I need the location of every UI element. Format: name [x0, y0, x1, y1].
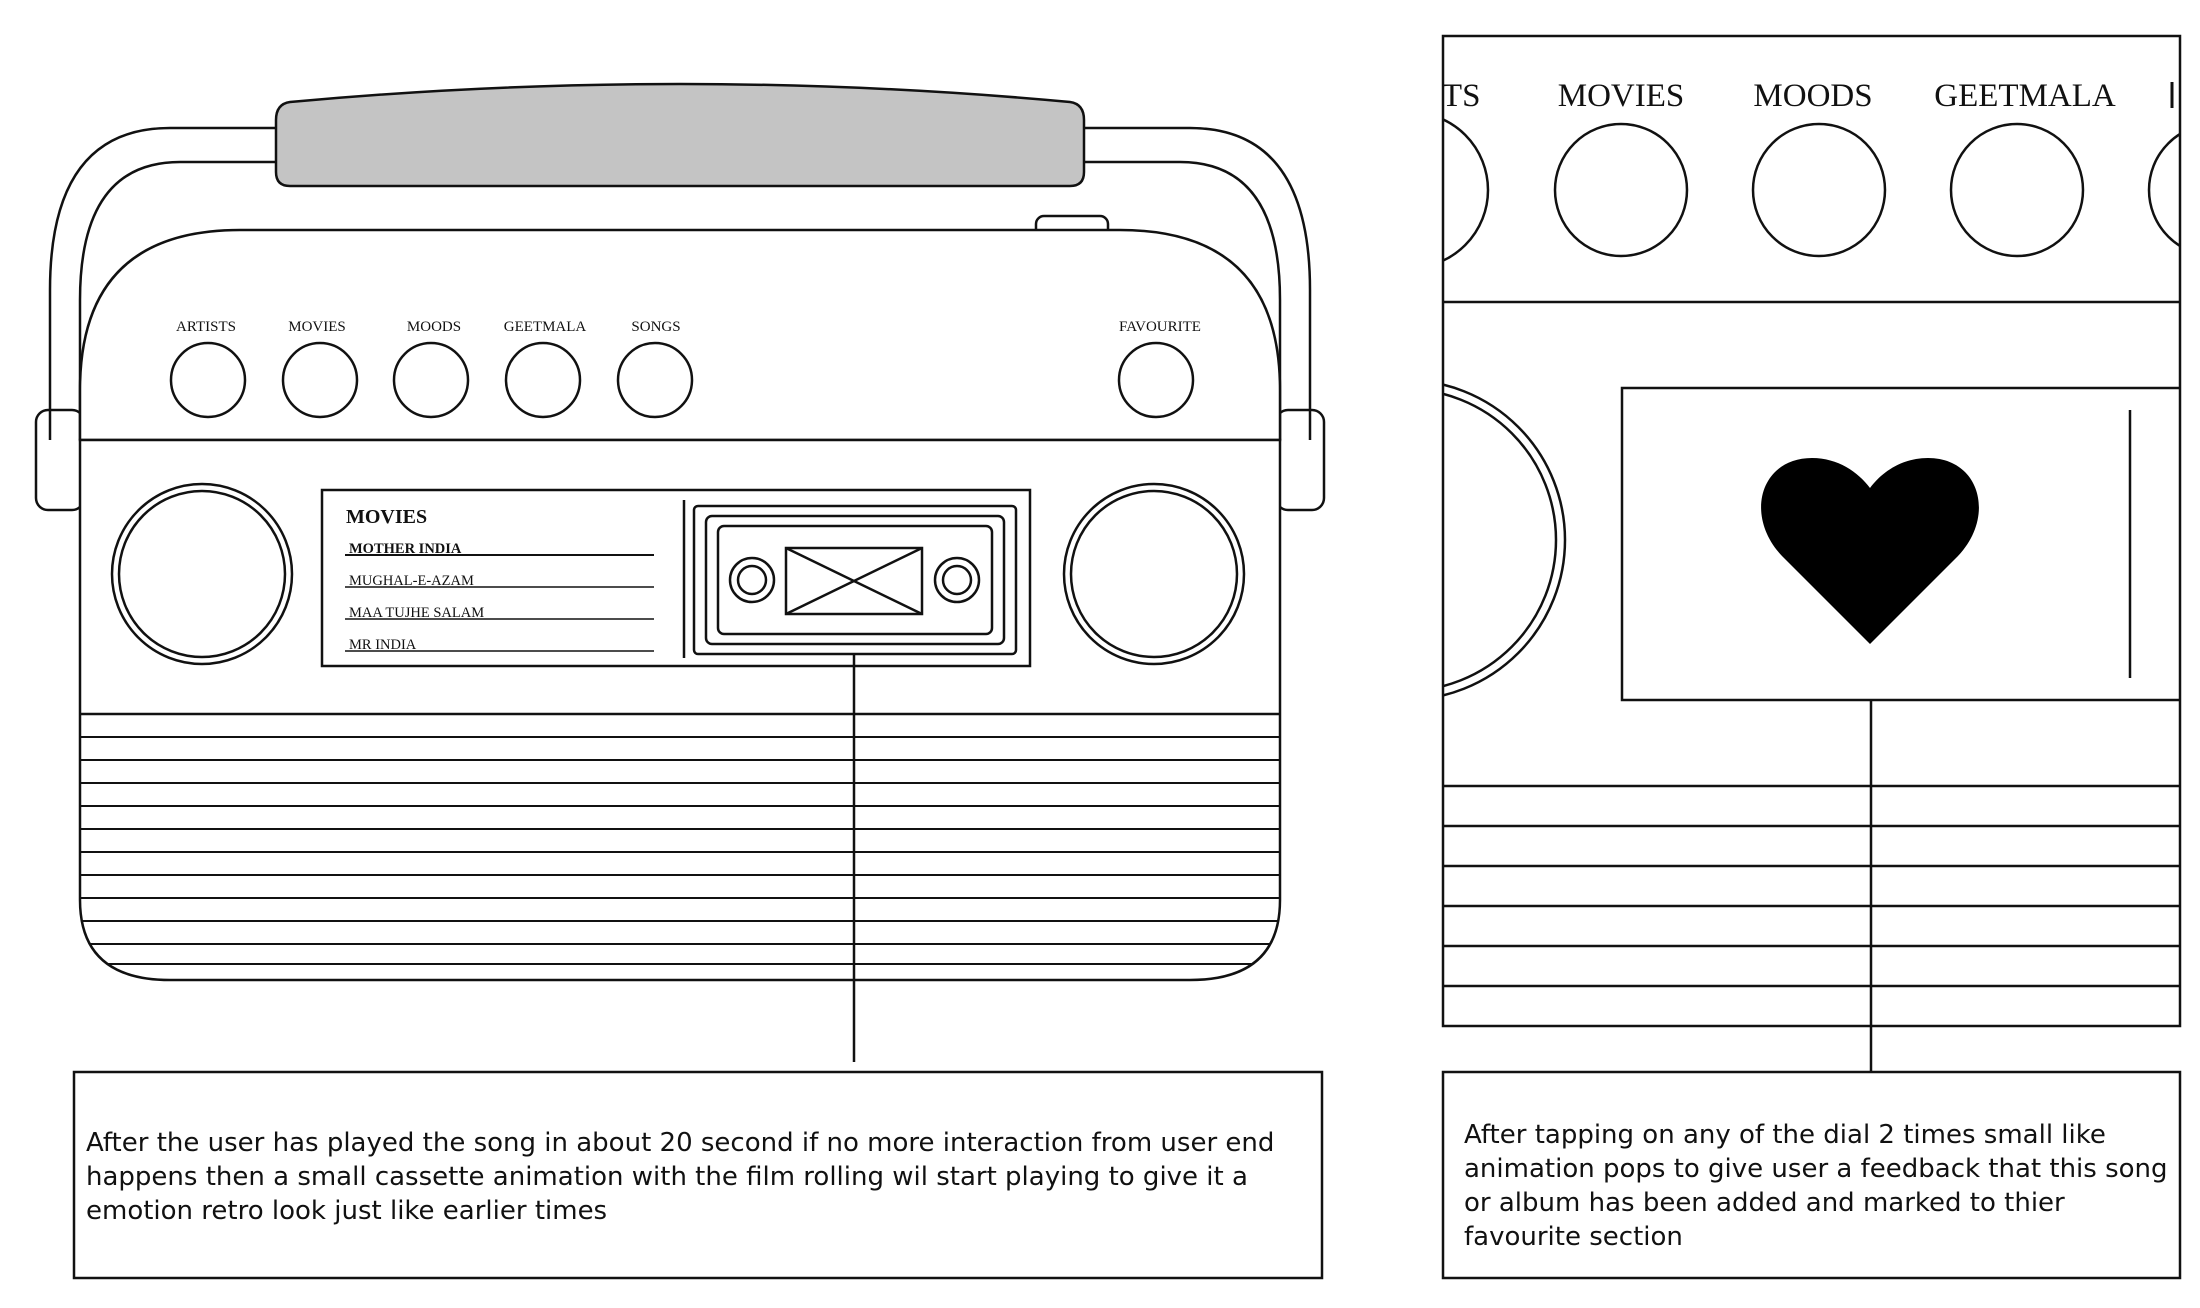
- artists-dial[interactable]: [169, 341, 247, 419]
- zoom-label-artists: STS: [1424, 78, 1481, 114]
- handle-arm-left-outer: [48, 126, 278, 440]
- note-box-cassette: [72, 1070, 1324, 1280]
- moods-dial[interactable]: [392, 341, 470, 419]
- dial-label-favourite: FAVOURITE: [1119, 319, 1201, 335]
- panel-heading: MOVIES: [346, 506, 427, 528]
- radio-illustration: [34, 82, 1326, 1062]
- zoom-grille: [1443, 784, 2180, 988]
- handle-arm-left-inner: [78, 160, 278, 440]
- speaker-grille: [80, 736, 1280, 965]
- zoom-frame: [1441, 34, 2182, 1028]
- display-panel: [320, 488, 1032, 668]
- track-item[interactable]: MR INDIA: [349, 637, 417, 653]
- radio-top-section: [78, 228, 1282, 442]
- heart-icon: [1761, 458, 1979, 644]
- zoom-dial-geetmala[interactable]: [1949, 122, 2085, 258]
- zoom-detail: STS MOVIES MOODS GEETMALA: [1332, 34, 2200, 1072]
- track-item[interactable]: MAA TUJHE SALAM: [349, 605, 484, 621]
- dial-label-songs: SONGS: [631, 319, 680, 335]
- handle-arm-right-inner: [1082, 160, 1282, 440]
- track-list: MOVIES MOTHER INDIA MUGHAL-E-AZAM MAA TU…: [346, 506, 484, 653]
- songs-dial[interactable]: [616, 341, 694, 419]
- track-item-selected[interactable]: MOTHER INDIA: [349, 541, 462, 557]
- dial-label-moods: MOODS: [407, 319, 461, 335]
- left-side-mount: [34, 408, 86, 512]
- movies-dial[interactable]: [281, 341, 359, 419]
- zoom-label-moods: MOODS: [1753, 78, 1872, 114]
- right-speaker-outer: [1062, 482, 1246, 666]
- note-box-favourite: [1441, 1070, 2182, 1280]
- favourite-dial[interactable]: [1117, 341, 1195, 419]
- zoom-dial-moods[interactable]: [1751, 122, 1887, 258]
- handle-arm-right-outer: [1082, 126, 1312, 440]
- note-favourite-text: After tapping on any of the dial 2 times…: [1464, 1120, 2168, 1252]
- zoom-label-movies: MOVIES: [1558, 78, 1685, 114]
- left-speaker-outer: [110, 482, 294, 666]
- zoom-speaker-outer: [1443, 383, 1567, 697]
- geetmala-dial[interactable]: [504, 341, 582, 419]
- dial-label-movies: MOVIES: [288, 319, 346, 335]
- right-side-mount: [1274, 408, 1326, 512]
- track-item[interactable]: MUGHAL-E-AZAM: [349, 573, 474, 589]
- zoom-dial-artists[interactable]: [1332, 112, 1490, 268]
- handle-grip: [274, 82, 1086, 188]
- dial-label-artists: ARTISTS: [176, 319, 236, 335]
- zoom-dial-songs[interactable]: [2147, 124, 2200, 256]
- right-speaker-inner: [1069, 489, 1239, 659]
- zoom-dial-movies[interactable]: [1553, 122, 1689, 258]
- zoom-label-geetmala: GEETMALA: [1934, 78, 2116, 114]
- note-cassette-text: After the user has played the song in ab…: [86, 1128, 1275, 1226]
- zoom-speaker-inner: [1443, 392, 1558, 688]
- dial-group: ARTISTS MOVIES MOODS GEETMALA SONGS FAVO…: [169, 319, 1201, 419]
- left-speaker-inner: [117, 489, 287, 659]
- dial-label-geetmala: GEETMALA: [504, 319, 587, 335]
